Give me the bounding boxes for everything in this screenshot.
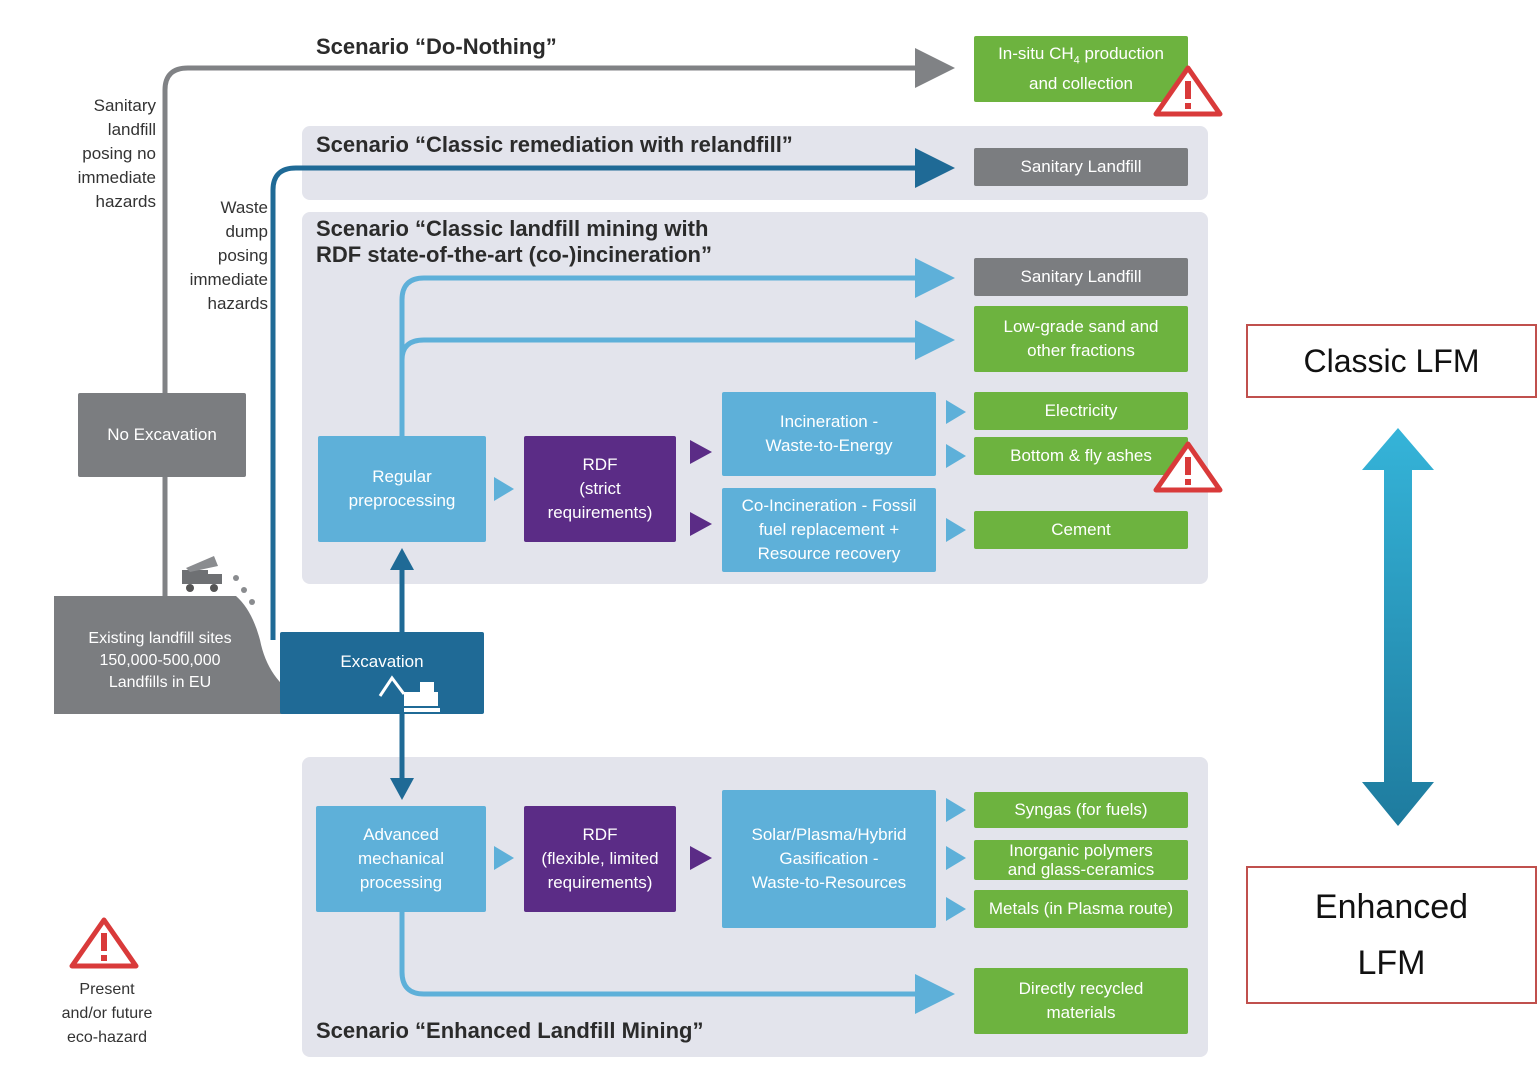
coincineration-node: Co-Incineration - Fossil fuel replacemen… — [722, 488, 936, 572]
advanced-processing-node: Advanced mechanical processing — [316, 806, 486, 912]
excavation-up-head — [390, 548, 414, 570]
existing-landfill-shape — [54, 596, 366, 714]
excavation-down-head — [390, 778, 414, 800]
output-sanitary-landfill-2: Sanitary Landfill — [974, 258, 1188, 296]
gasification-node: Solar/Plasma/Hybrid Gasification - Waste… — [722, 790, 936, 928]
output-recycled-materials: Directly recycled materials — [974, 968, 1188, 1034]
scenario-do-nothing: Scenario “Do-Nothing” — [316, 34, 557, 59]
ch4-line2: and collection — [1029, 74, 1133, 94]
existing-landfill-label: Existing landfill sites 150,000-500,000 … — [88, 630, 232, 691]
warning-triangle-icon — [1153, 65, 1223, 117]
arrow-to-metals — [946, 897, 966, 921]
incineration-node: Incineration - Waste-to-Energy — [722, 392, 936, 476]
relandfill-path — [270, 148, 955, 640]
output-cement: Cement — [974, 511, 1188, 549]
arrow-to-syngas — [946, 798, 966, 822]
arrow-to-cement — [946, 518, 966, 542]
scenario-classic-mining: Scenario “Classic landfill mining with R… — [316, 216, 712, 267]
excavation-node: Excavation — [280, 632, 484, 714]
scenario-classic-relandfill: Scenario “Classic remediation with relan… — [316, 132, 793, 157]
warning-triangle-icon — [1153, 441, 1223, 493]
output-electricity: Electricity — [974, 392, 1188, 430]
arrow-to-electricity — [946, 400, 966, 424]
arrow-to-inorganic — [946, 846, 966, 870]
rdf-flexible-node: RDF (flexible, limited requirements) — [524, 806, 676, 912]
waste-dump-note: Waste dump posing immediate hazards — [189, 198, 268, 313]
sanitary-landfill-note: Sanitary landfill posing no immediate ha… — [77, 96, 156, 211]
branch-to-lowgrade — [399, 320, 955, 361]
branch-to-sanitary — [399, 258, 955, 436]
ch4-prefix: In-situ CH — [998, 43, 1074, 63]
arrow-to-ashes — [946, 444, 966, 468]
output-syngas: Syngas (for fuels) — [974, 792, 1188, 828]
dump-truck-icon — [182, 556, 255, 605]
arrow-advanced-rdf — [494, 846, 514, 870]
arrow-rdf-incineration — [690, 440, 712, 464]
regular-preprocessing-node: Regular preprocessing — [318, 436, 486, 542]
branch-to-recycled — [399, 912, 955, 1014]
arrow-rdf-coincineration — [690, 512, 712, 536]
warning-triangle-icon — [69, 917, 139, 969]
output-sanitary-landfill-1: Sanitary Landfill — [974, 148, 1188, 186]
ch4-suffix: production — [1079, 43, 1164, 63]
output-metals: Metals (in Plasma route) — [974, 890, 1188, 928]
scenario-enhanced: Scenario “Enhanced Landfill Mining” — [316, 1018, 704, 1043]
ch4-subscript: 4 — [1073, 54, 1080, 67]
enhanced-lfm-box: Enhanced LFM — [1246, 866, 1537, 1004]
output-ch4: In-situ CH4 production and collection — [974, 36, 1188, 102]
output-ashes: Bottom & fly ashes — [974, 437, 1188, 475]
output-inorganic-polymers: Inorganic polymers and glass-ceramics — [974, 840, 1188, 880]
legend-hazard-label: Present and/or future eco-hazard — [61, 981, 153, 1046]
rdf-strict-node: RDF (strict requirements) — [524, 436, 676, 542]
output-lowgrade-sand: Low-grade sand and other fractions — [974, 306, 1188, 372]
classic-lfm-box: Classic LFM — [1246, 324, 1537, 398]
arrow-rdf-gasification — [690, 846, 712, 870]
do-nothing-path — [162, 48, 955, 600]
no-excavation-node: No Excavation — [78, 393, 246, 477]
arrow-regular-rdf — [494, 477, 514, 501]
lfm-double-arrow — [1362, 428, 1434, 826]
